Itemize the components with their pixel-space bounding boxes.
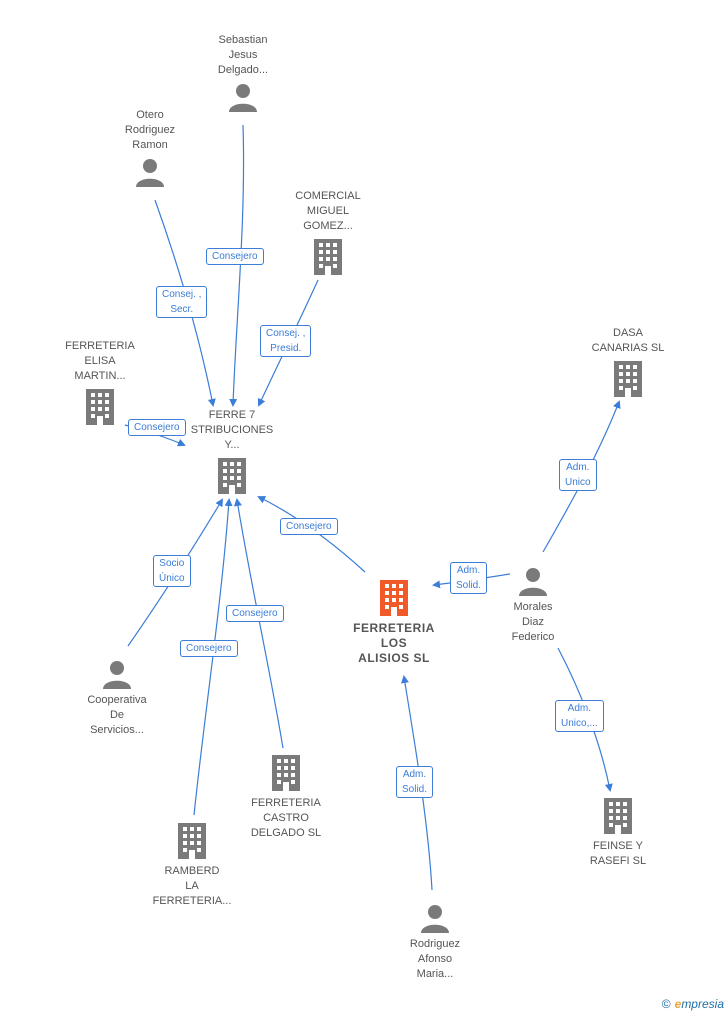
node-cooperativa[interactable]: Cooperativa De Servicios...	[72, 659, 162, 738]
node-label: DASA CANARIAS SL	[591, 327, 665, 354]
building-icon	[614, 361, 642, 397]
node-label: Cooperativa De Servicios...	[87, 694, 147, 736]
copyright-icon: ©	[661, 997, 671, 1011]
node-morales[interactable]: Morales Diaz Federico	[493, 566, 573, 645]
node-label: FERRETERIA CASTRO DELGADO SL	[250, 797, 322, 839]
node-label: Rodriguez Afonso Maria...	[409, 938, 461, 980]
badge-otero-consej-secr[interactable]: Consej. , Secr.	[156, 286, 208, 318]
person-icon	[519, 568, 547, 596]
badge-elisa-consejero[interactable]: Consejero	[128, 419, 186, 436]
badge-ramberd-consejero[interactable]: Consejero	[180, 640, 238, 657]
node-label: FERRETERIA LOS ALISIOS SL	[353, 621, 435, 665]
node-comercial[interactable]: COMERCIAL MIGUEL GOMEZ...	[283, 189, 373, 275]
empresia-logo: ©empresia	[662, 997, 724, 1011]
brand-initial: e	[674, 997, 682, 1011]
badge-comercial-consej-presid[interactable]: Consej. , Presid.	[260, 325, 312, 357]
badge-castro-consejero[interactable]: Consejero	[226, 605, 284, 622]
node-label: FERRE 7 STRIBUCIONES Y...	[190, 409, 274, 451]
badge-morales-adm-unico[interactable]: Adm. Unico	[559, 459, 597, 491]
badge-morales-adm-unico-2[interactable]: Adm. Unico,...	[555, 700, 604, 732]
building-icon	[218, 458, 246, 494]
node-ferre7[interactable]: FERRE 7 STRIBUCIONES Y...	[180, 408, 284, 494]
badge-alisios-consejero[interactable]: Consejero	[280, 518, 338, 535]
person-icon	[136, 159, 164, 187]
node-alisios-main[interactable]: FERRETERIA LOS ALISIOS SL	[344, 580, 444, 666]
node-label: Morales Diaz Federico	[511, 601, 555, 643]
badge-rodriguez-adm-solid[interactable]: Adm. Solid.	[396, 766, 434, 798]
person-icon	[229, 84, 257, 112]
badge-cooperativa-socio-unico[interactable]: Socio Único	[153, 555, 191, 587]
badge-morales-adm-solid[interactable]: Adm. Solid.	[450, 562, 488, 594]
brand-name: mpresia	[681, 997, 724, 1011]
edge-castro-ferre7	[234, 498, 284, 749]
node-feinse[interactable]: FEINSE Y RASEFI SL	[570, 798, 666, 869]
node-label: COMERCIAL MIGUEL GOMEZ...	[295, 190, 361, 232]
node-label: RAMBERD LA FERRETERIA...	[152, 865, 232, 907]
node-dasa[interactable]: DASA CANARIAS SL	[580, 326, 676, 397]
node-rodriguez[interactable]: Rodriguez Afonso Maria...	[395, 903, 475, 982]
building-icon	[380, 580, 408, 616]
person-icon	[421, 905, 449, 933]
node-castro[interactable]: FERRETERIA CASTRO DELGADO SL	[238, 755, 334, 841]
node-label: Otero Rodriguez Ramon	[124, 109, 176, 151]
node-label: FERRETERIA ELISA MARTIN...	[65, 340, 135, 382]
node-elisa[interactable]: FERRETERIA ELISA MARTIN...	[55, 339, 145, 425]
building-icon	[604, 798, 632, 834]
building-icon	[178, 823, 206, 859]
edge-ramberd-ferre7	[193, 498, 233, 816]
building-icon	[86, 389, 114, 425]
building-icon	[314, 239, 342, 275]
node-label: FEINSE Y RASEFI SL	[589, 840, 647, 867]
badge-sebastian-consejero[interactable]: Consejero	[206, 248, 264, 265]
node-otero[interactable]: Otero Rodriguez Ramon	[110, 108, 190, 187]
building-icon	[272, 755, 300, 791]
node-sebastian[interactable]: Sebastian Jesus Delgado...	[203, 33, 283, 112]
edge-sebastian-ferre7	[229, 124, 245, 407]
node-ramberd[interactable]: RAMBERD LA FERRETERIA...	[142, 823, 242, 909]
person-icon	[103, 661, 131, 689]
node-label: Sebastian Jesus Delgado...	[217, 34, 269, 76]
